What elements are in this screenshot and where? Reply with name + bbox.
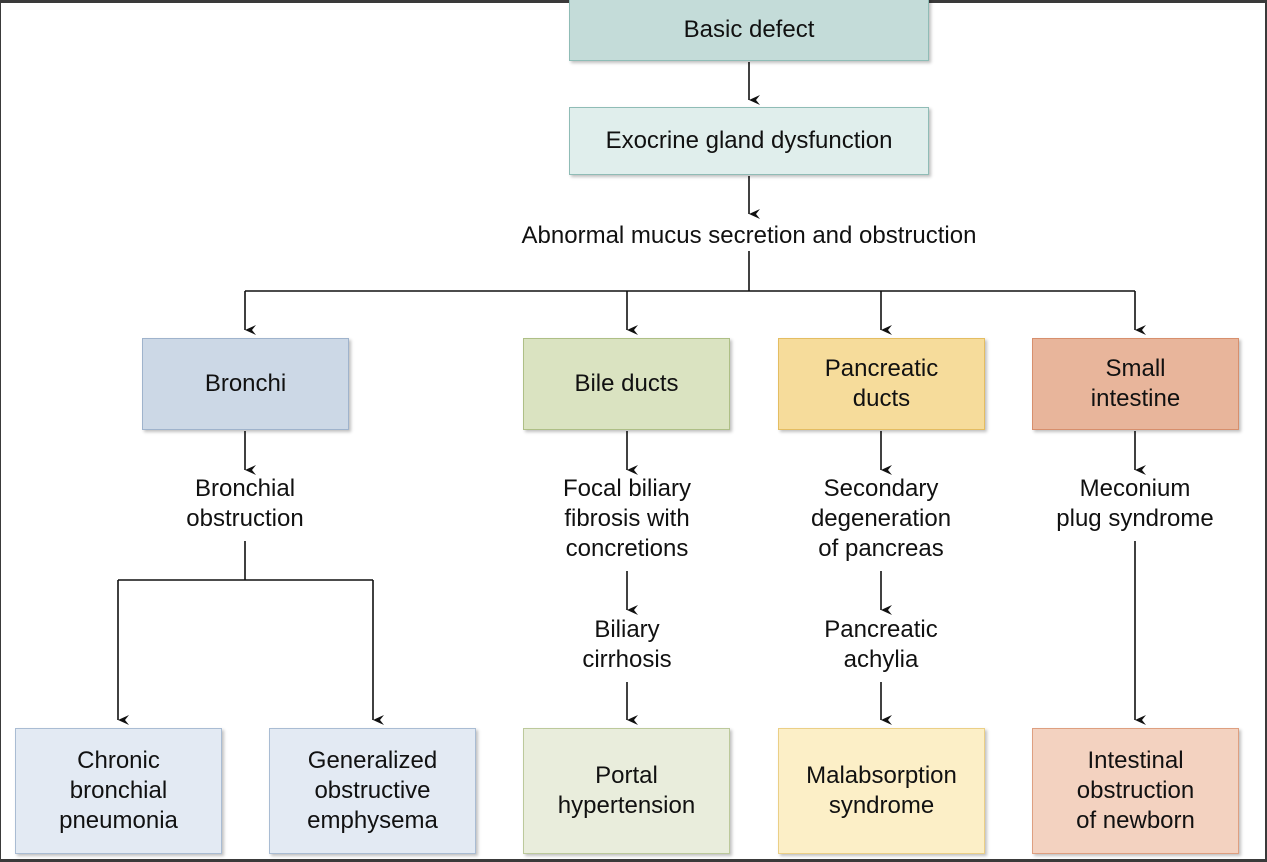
node-generalized-obstructive-emphysema: Generalized obstructive emphysema <box>269 728 476 854</box>
node-bronchi: Bronchi <box>142 338 349 430</box>
label-focal-biliary-fibrosis: Focal biliary fibrosis with concretions <box>562 475 692 562</box>
node-pancreatic-ducts: Pancreatic ducts <box>778 338 985 430</box>
node-chronic-bronchial-pneumonia: Chronic bronchial pneumonia <box>15 728 222 854</box>
label-bronchial-obstruction: Bronchial obstruction <box>186 475 304 532</box>
label-biliary-cirrhosis: Biliary cirrhosis <box>582 616 672 673</box>
node-small-intestine: Small intestine <box>1032 338 1239 430</box>
label-pancreatic-achylia: Pancreatic achylia <box>824 616 938 673</box>
node-basic-defect: Basic defect <box>569 0 929 61</box>
label-abnormal-mucus: Abnormal mucus secretion and obstruction <box>521 222 977 249</box>
node-exocrine-gland-dysfunction: Exocrine gland dysfunction <box>569 107 929 175</box>
node-malabsorption-syndrome: Malabsorption syndrome <box>778 728 985 854</box>
label-meconium-plug: Meconium plug syndrome <box>1056 475 1214 532</box>
label-secondary-degeneration: Secondary degeneration of pancreas <box>810 475 952 562</box>
node-bile-ducts: Bile ducts <box>523 338 730 430</box>
node-intestinal-obstruction-of-newborn: Intestinal obstruction of newborn <box>1032 728 1239 854</box>
node-portal-hypertension: Portal hypertension <box>523 728 730 854</box>
